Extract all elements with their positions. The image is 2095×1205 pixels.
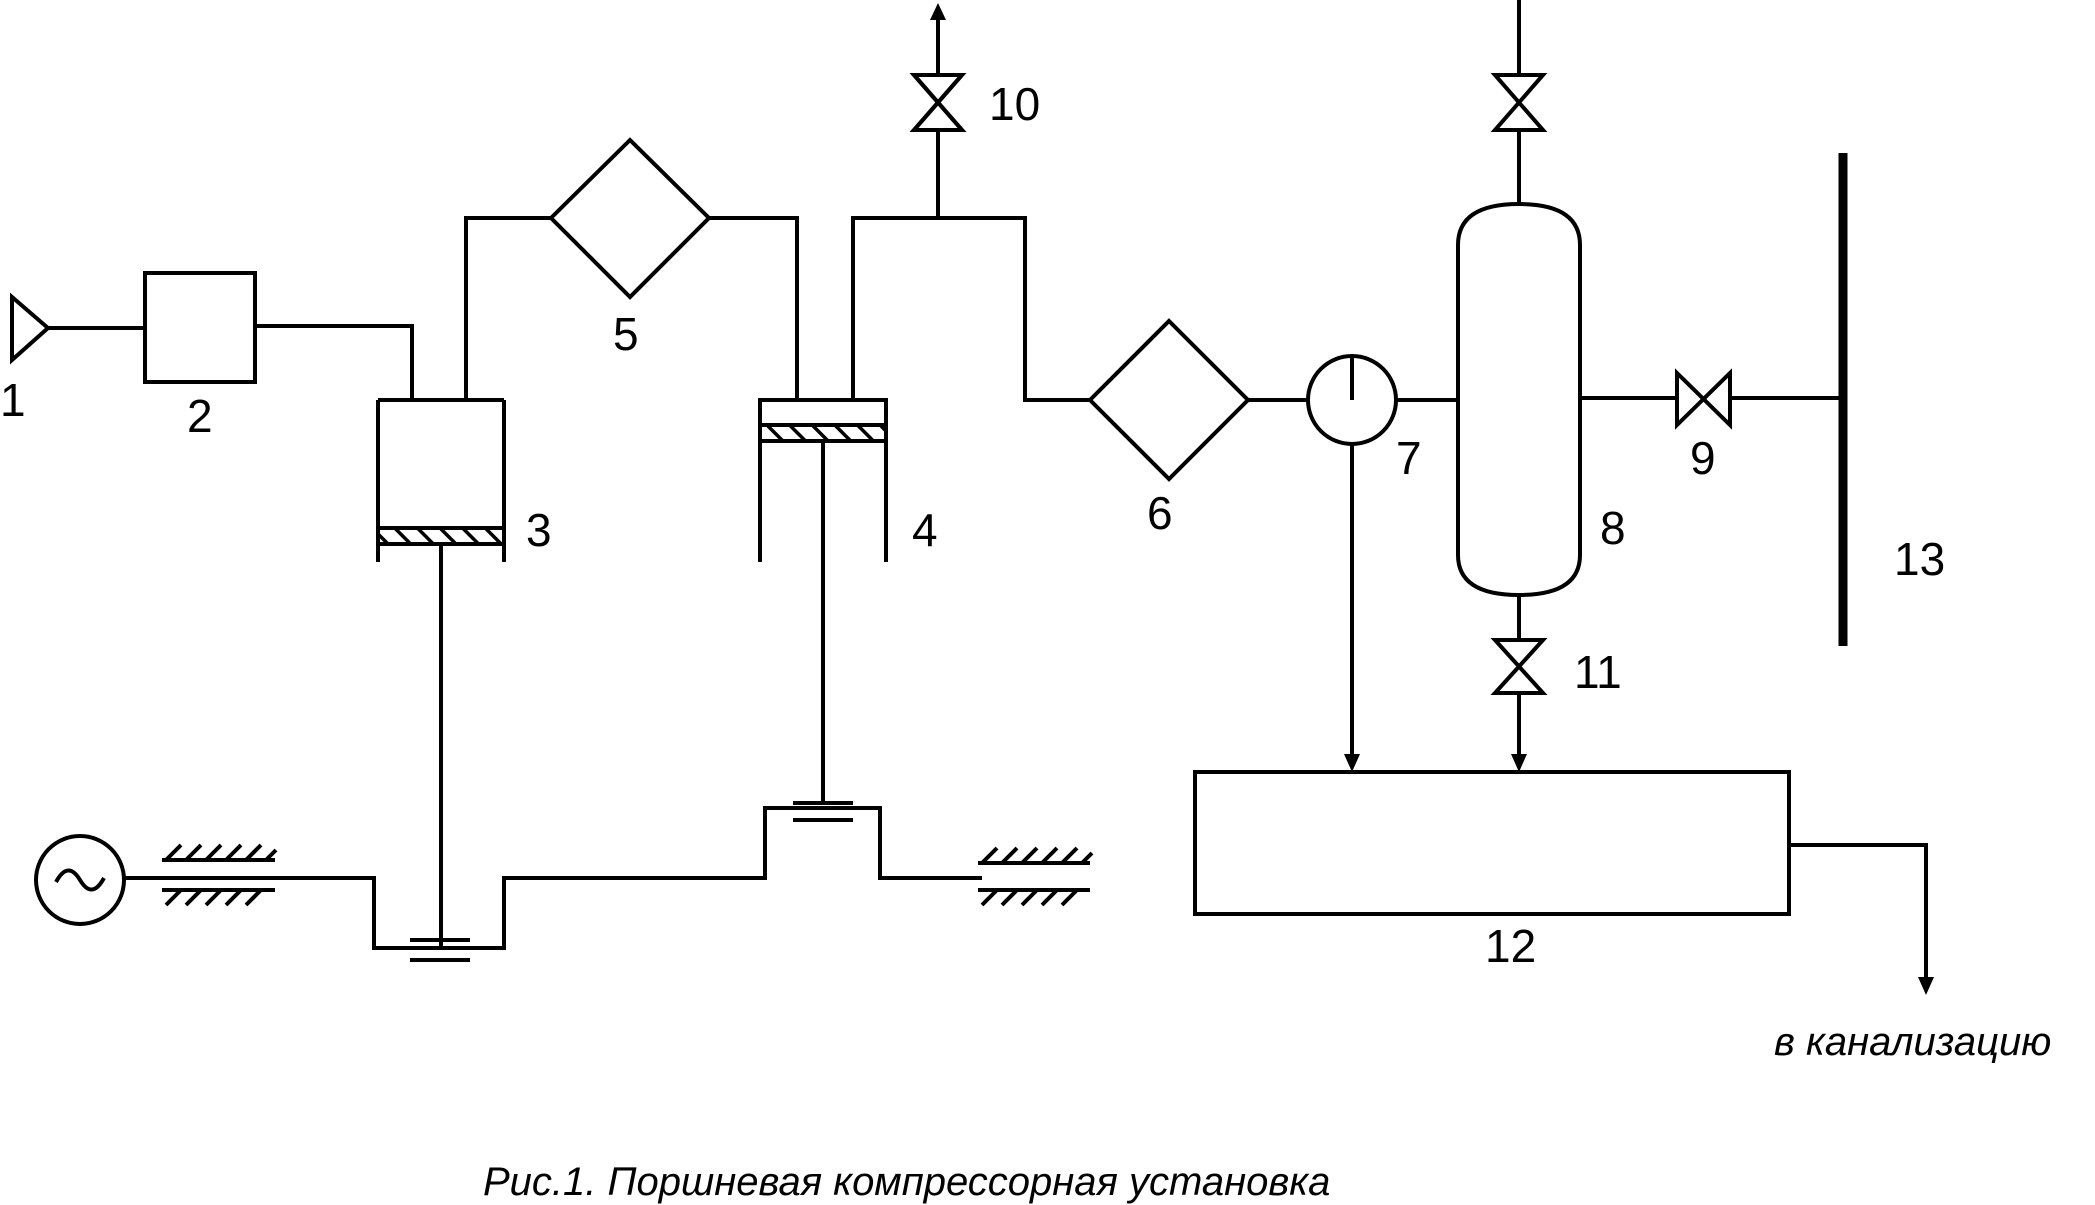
crankshaft: [124, 806, 982, 950]
label-8: 8: [1600, 502, 1626, 554]
label-13: 13: [1894, 533, 1945, 585]
aftercooler: [1087, 318, 1251, 482]
cylinder-stage-1: [376, 398, 506, 948]
pipe-tank-to-sewer: [1789, 843, 1928, 980]
oil-separator: [1306, 354, 1398, 446]
label-10: 10: [989, 78, 1040, 130]
label-5: 5: [613, 308, 639, 360]
air-filter: [143, 271, 257, 384]
label-7: 7: [1396, 432, 1422, 484]
drain-arrow-7: [1344, 754, 1360, 772]
air-intake: [10, 292, 52, 365]
figure-caption: Рис.1. Поршневая компрессорная установка: [483, 1160, 1330, 1204]
cylinder-stage-2: [758, 398, 888, 803]
air-receiver: [1456, 201, 1582, 598]
drain-arrow-11: [1511, 754, 1527, 772]
label-11: 11: [1574, 646, 1622, 698]
pipe-cooler-to-cyl2: [709, 216, 799, 400]
bearing-right: [978, 846, 1094, 907]
label-9: 9: [1690, 432, 1716, 484]
pipe-cyl2-outlet: [851, 216, 1090, 402]
label-3: 3: [526, 504, 552, 556]
label-12: 12: [1485, 920, 1536, 972]
pipe-cyl1-to-cooler: [464, 216, 551, 400]
label-1: 1: [0, 374, 26, 426]
valve-11: [1490, 638, 1548, 695]
condensate-tank: [1193, 770, 1791, 916]
label-6: 6: [1147, 487, 1173, 539]
bearing-left: [162, 843, 278, 907]
valve-receiver-top: [1490, 73, 1548, 132]
electric-motor: [34, 834, 126, 926]
valve-10: [909, 73, 967, 132]
label-2: 2: [187, 390, 213, 442]
vent-arrow-10: [930, 3, 946, 20]
piston-2: [758, 423, 888, 443]
piston-1: [376, 526, 506, 546]
drain-note: в канализацию: [1774, 1020, 2051, 1064]
pipe-filter-to-cyl1: [255, 324, 414, 400]
intercooler: [548, 137, 712, 300]
sewer-arrow: [1918, 977, 1934, 995]
label-4: 4: [912, 504, 938, 556]
valve-9: [1675, 368, 1732, 430]
